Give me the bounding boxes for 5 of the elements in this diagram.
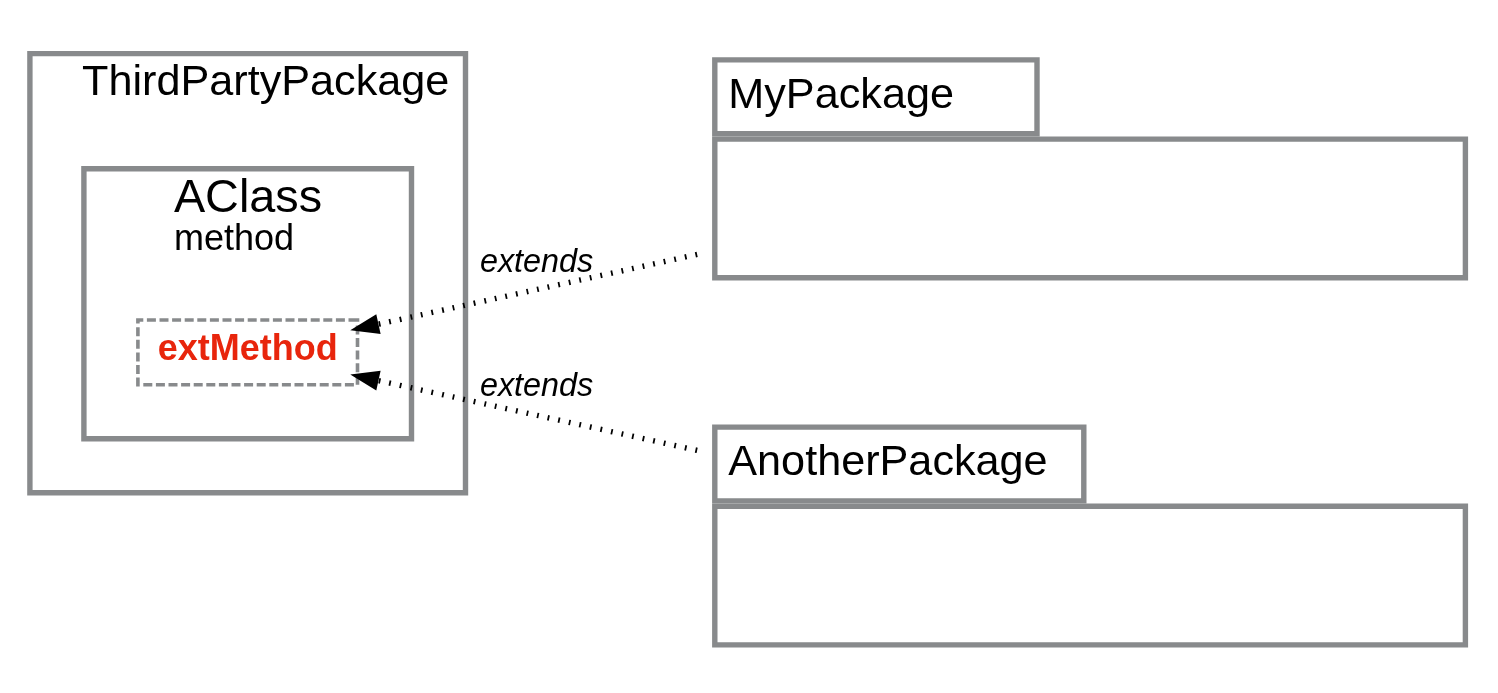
edge-label: extends: [479, 366, 594, 403]
arrow: [350, 251, 698, 334]
arrow: [350, 370, 698, 453]
edge-label: extends: [479, 242, 594, 279]
node-box: extMethod: [136, 317, 360, 387]
